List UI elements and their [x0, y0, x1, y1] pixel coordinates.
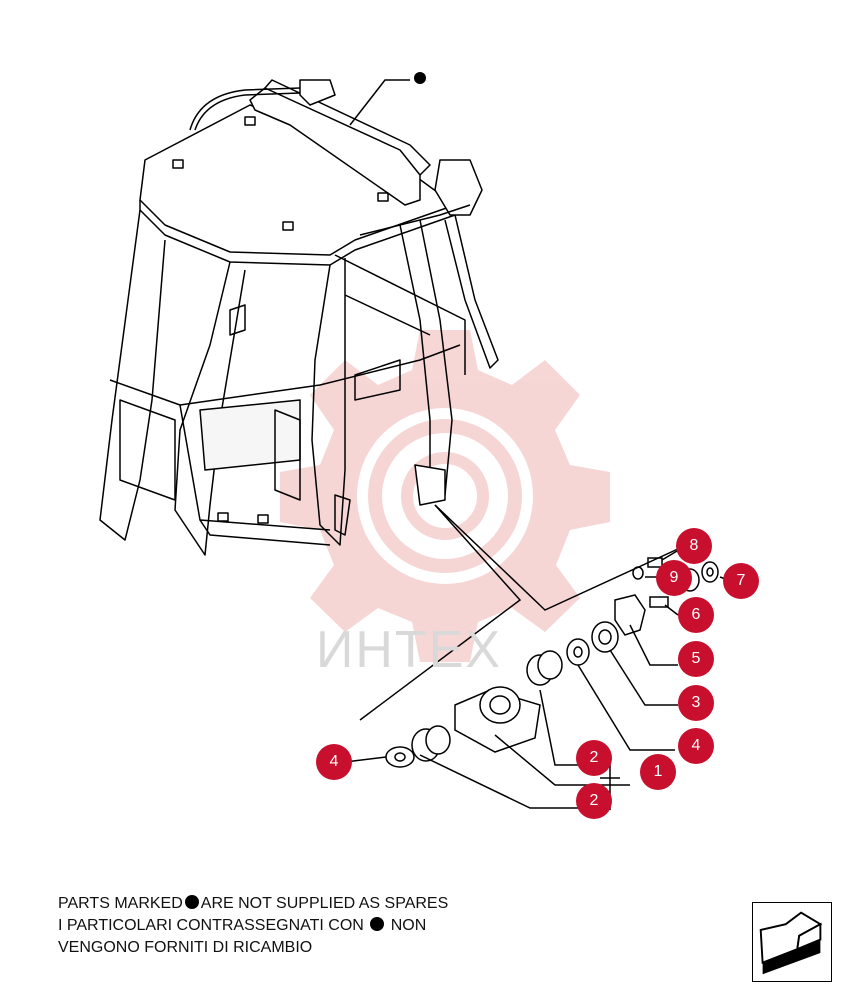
footer-line-2-a: I PARTICOLARI CONTRASSEGNATI CON	[58, 917, 364, 934]
callout-7[interactable]: 7	[723, 563, 759, 599]
footer-line-1: PARTS MARKED ARE NOT SUPPLIED AS SPARES	[58, 893, 448, 915]
footer-line-2-b: NON	[390, 917, 427, 934]
filled-dot-icon	[370, 917, 385, 931]
watermark-text: ИНТЕХ	[316, 621, 503, 679]
callout-4-right[interactable]: 4	[678, 728, 714, 764]
callout-2-upper[interactable]: 2	[576, 740, 612, 776]
callout-4-left[interactable]: 4	[316, 744, 352, 780]
callout-3[interactable]: 3	[678, 685, 714, 721]
footer-line-3: VENGONO FORNITI DI RICAMBIO	[58, 939, 313, 956]
footer-line-2: I PARTICOLARI CONTRASSEGNATI CON NON	[58, 915, 448, 937]
not-supplied-marker-icon	[414, 72, 426, 84]
callout-9[interactable]: 9	[656, 560, 692, 596]
callout-2-lower[interactable]: 2	[576, 783, 612, 819]
callout-8[interactable]: 8	[676, 528, 712, 564]
cab-frame	[99, 79, 499, 556]
callout-6[interactable]: 6	[678, 597, 714, 633]
footer-line-1-a: PARTS MARKED	[58, 895, 183, 912]
callout-5[interactable]: 5	[678, 641, 714, 677]
callout-1[interactable]: 1	[640, 754, 676, 790]
filled-dot-icon	[184, 895, 199, 909]
next-page-arrow-icon	[759, 911, 823, 975]
next-page-button[interactable]	[752, 902, 832, 982]
footer-note: PARTS MARKED ARE NOT SUPPLIED AS SPARES I…	[58, 893, 448, 959]
hinge-parts	[385, 557, 719, 768]
footer-line-1-b: ARE NOT SUPPLIED AS SPARES	[200, 895, 449, 912]
